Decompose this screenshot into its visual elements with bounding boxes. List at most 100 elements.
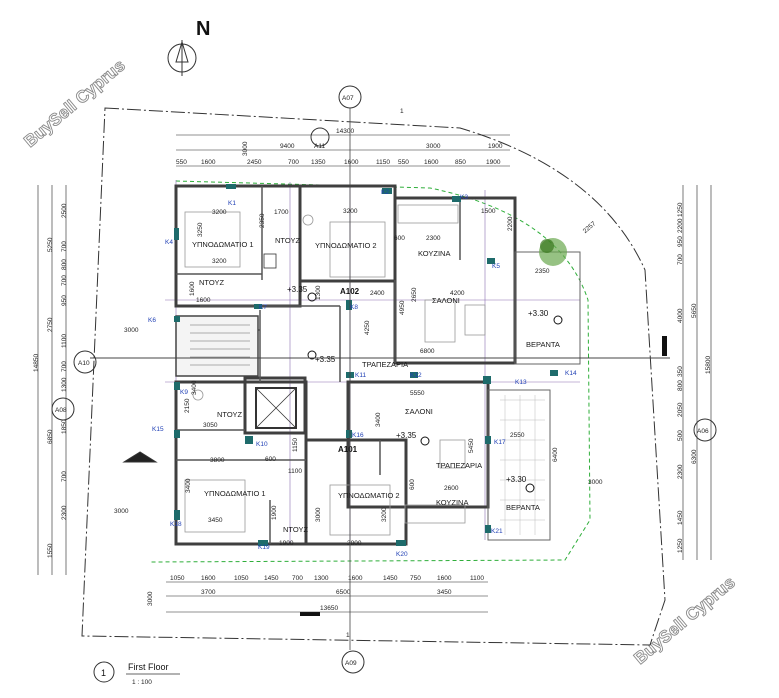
tree-icon	[539, 238, 567, 266]
svg-text:1600: 1600	[437, 575, 452, 582]
k-label: K17	[494, 439, 506, 446]
k-label: K2	[381, 189, 389, 196]
k-label: K7	[259, 304, 267, 311]
svg-text:2300: 2300	[677, 464, 684, 479]
k-label: K1	[228, 200, 236, 207]
structural-columns	[174, 184, 667, 616]
svg-text:1300: 1300	[61, 377, 68, 392]
north-label: N	[196, 18, 210, 40]
svg-text:3800: 3800	[347, 540, 362, 547]
svg-text:850: 850	[455, 159, 466, 166]
k-label: K16	[352, 432, 364, 439]
svg-text:700: 700	[61, 361, 68, 372]
watermark-bottom-right: BuySell Cyprus	[630, 573, 738, 668]
svg-text:2150: 2150	[184, 398, 191, 413]
svg-text:550: 550	[398, 159, 409, 166]
svg-text:5450: 5450	[468, 438, 475, 453]
k-label: K4	[165, 239, 173, 246]
svg-text:800: 800	[61, 259, 68, 270]
svg-text:1600: 1600	[201, 575, 216, 582]
svg-text:500: 500	[677, 430, 684, 441]
level-markers: +3.35 +3.35 +3.35 +3.30 +3.30	[287, 285, 563, 493]
dim-3700: 3700	[201, 589, 216, 596]
marker-a08: A08	[55, 407, 67, 414]
dim-r1: 3000	[242, 141, 249, 156]
svg-text:3200: 3200	[212, 209, 227, 216]
svg-text:2450: 2450	[247, 159, 262, 166]
veranda-bottom	[487, 389, 551, 541]
svg-text:2500: 2500	[61, 203, 68, 218]
k-label: K5	[492, 263, 500, 270]
room-shower-top: ΝΤΟΥΖ	[275, 236, 300, 245]
svg-text:1050: 1050	[170, 575, 185, 582]
svg-text:1700: 1700	[274, 209, 289, 216]
svg-text:4200: 4200	[450, 290, 465, 297]
k-label: K15	[152, 426, 164, 433]
dim-1900-top: 1900	[488, 143, 503, 150]
drawing-title-block: 1 First Floor 1 : 100	[93, 661, 180, 686]
dim-overall-top: 14300	[336, 128, 354, 135]
svg-text:600: 600	[265, 456, 276, 463]
svg-text:2400: 2400	[370, 290, 385, 297]
svg-text:700: 700	[288, 159, 299, 166]
svg-text:3400: 3400	[185, 478, 192, 493]
svg-text:1900: 1900	[279, 540, 294, 547]
bottom-dimension-chains: 1050 1600 1050 1450 700 1300 1600 1450 7…	[147, 575, 488, 613]
k-label: K14	[565, 370, 577, 377]
svg-text:1600: 1600	[189, 281, 196, 296]
svg-text:700: 700	[61, 471, 68, 482]
svg-text:3000: 3000	[588, 479, 603, 486]
svg-text:1600: 1600	[424, 159, 439, 166]
svg-text:3200: 3200	[381, 507, 388, 522]
svg-text:1250: 1250	[677, 202, 684, 217]
room-shower-b2: ΝΤΟΥΖ	[283, 525, 308, 534]
dim-overall-bottom: 13650	[320, 605, 338, 612]
room-bedroom-1-top: ΥΠΝΟΔΩΜΑΤΙΟ 1	[192, 240, 254, 249]
room-bedroom-1-b: ΥΠΝΟΔΩΜΑΤΙΟ 1	[204, 489, 266, 498]
svg-text:1600: 1600	[196, 297, 211, 304]
furniture	[184, 204, 486, 536]
k-label: K3	[460, 194, 468, 201]
right-dimension-chains: 15800 5650 6300 1250 2200 950 700 4000 3…	[677, 185, 712, 560]
top-dimension-chains: 14300 9400 3000 1900 3000 550 1600 2450 …	[176, 128, 510, 167]
svg-text:2600: 2600	[444, 485, 459, 492]
room-shower-b1: ΝΤΟΥΖ	[217, 410, 242, 419]
svg-text:2200: 2200	[507, 216, 514, 231]
drawing-number: 1	[101, 668, 106, 678]
setback-line	[149, 180, 591, 563]
svg-text:1150: 1150	[376, 159, 390, 166]
svg-text:600: 600	[394, 235, 405, 242]
level-label: +3.35	[315, 355, 336, 364]
level-label: +3.35	[287, 285, 308, 294]
dim-6300: 6300	[691, 449, 698, 464]
svg-text:3400: 3400	[191, 380, 198, 395]
marker-a06: A06	[697, 428, 709, 435]
svg-text:1500: 1500	[481, 208, 496, 215]
svg-text:6800: 6800	[420, 348, 435, 355]
column-labels: K1 K2 K3 K4 K5 K6 K7 K8 K9 K10 K11 K12 K…	[148, 189, 577, 558]
dim-3450: 3450	[437, 589, 452, 596]
svg-text:1100: 1100	[288, 468, 302, 475]
dim-3000-bottom-left: 3000	[147, 591, 154, 606]
svg-text:1600: 1600	[201, 159, 216, 166]
svg-text:4250: 4250	[364, 320, 371, 335]
room-labels: ΥΠΝΟΔΩΜΑΤΙΟ 1 ΝΤΟΥΖ ΥΠΝΟΔΩΜΑΤΙΟ 2 ΚΟΥΖΙΝ…	[192, 236, 560, 534]
level-label: +3.30	[528, 309, 549, 318]
svg-text:2550: 2550	[510, 432, 525, 439]
svg-text:3000: 3000	[315, 507, 322, 522]
room-wc-top: ΝΤΟΥΖ	[199, 278, 224, 287]
svg-text:6400: 6400	[552, 447, 559, 462]
room-kitchen-top: ΚΟΥΖΙΝΑ	[418, 249, 450, 258]
dim-2750: 2750	[47, 317, 54, 332]
dim-15800: 15800	[705, 356, 712, 374]
k-label: K6	[148, 317, 156, 324]
svg-text:3450: 3450	[208, 517, 223, 524]
svg-text:1300: 1300	[315, 285, 322, 300]
svg-text:2650: 2650	[411, 287, 418, 302]
room-salon-b: ΣΑΛΟΝΙ	[405, 407, 433, 416]
svg-text:750: 750	[410, 575, 421, 582]
k-label: K10	[256, 441, 268, 448]
svg-text:800: 800	[677, 380, 684, 391]
svg-text:3800: 3800	[210, 457, 225, 464]
svg-text:1300: 1300	[314, 575, 329, 582]
